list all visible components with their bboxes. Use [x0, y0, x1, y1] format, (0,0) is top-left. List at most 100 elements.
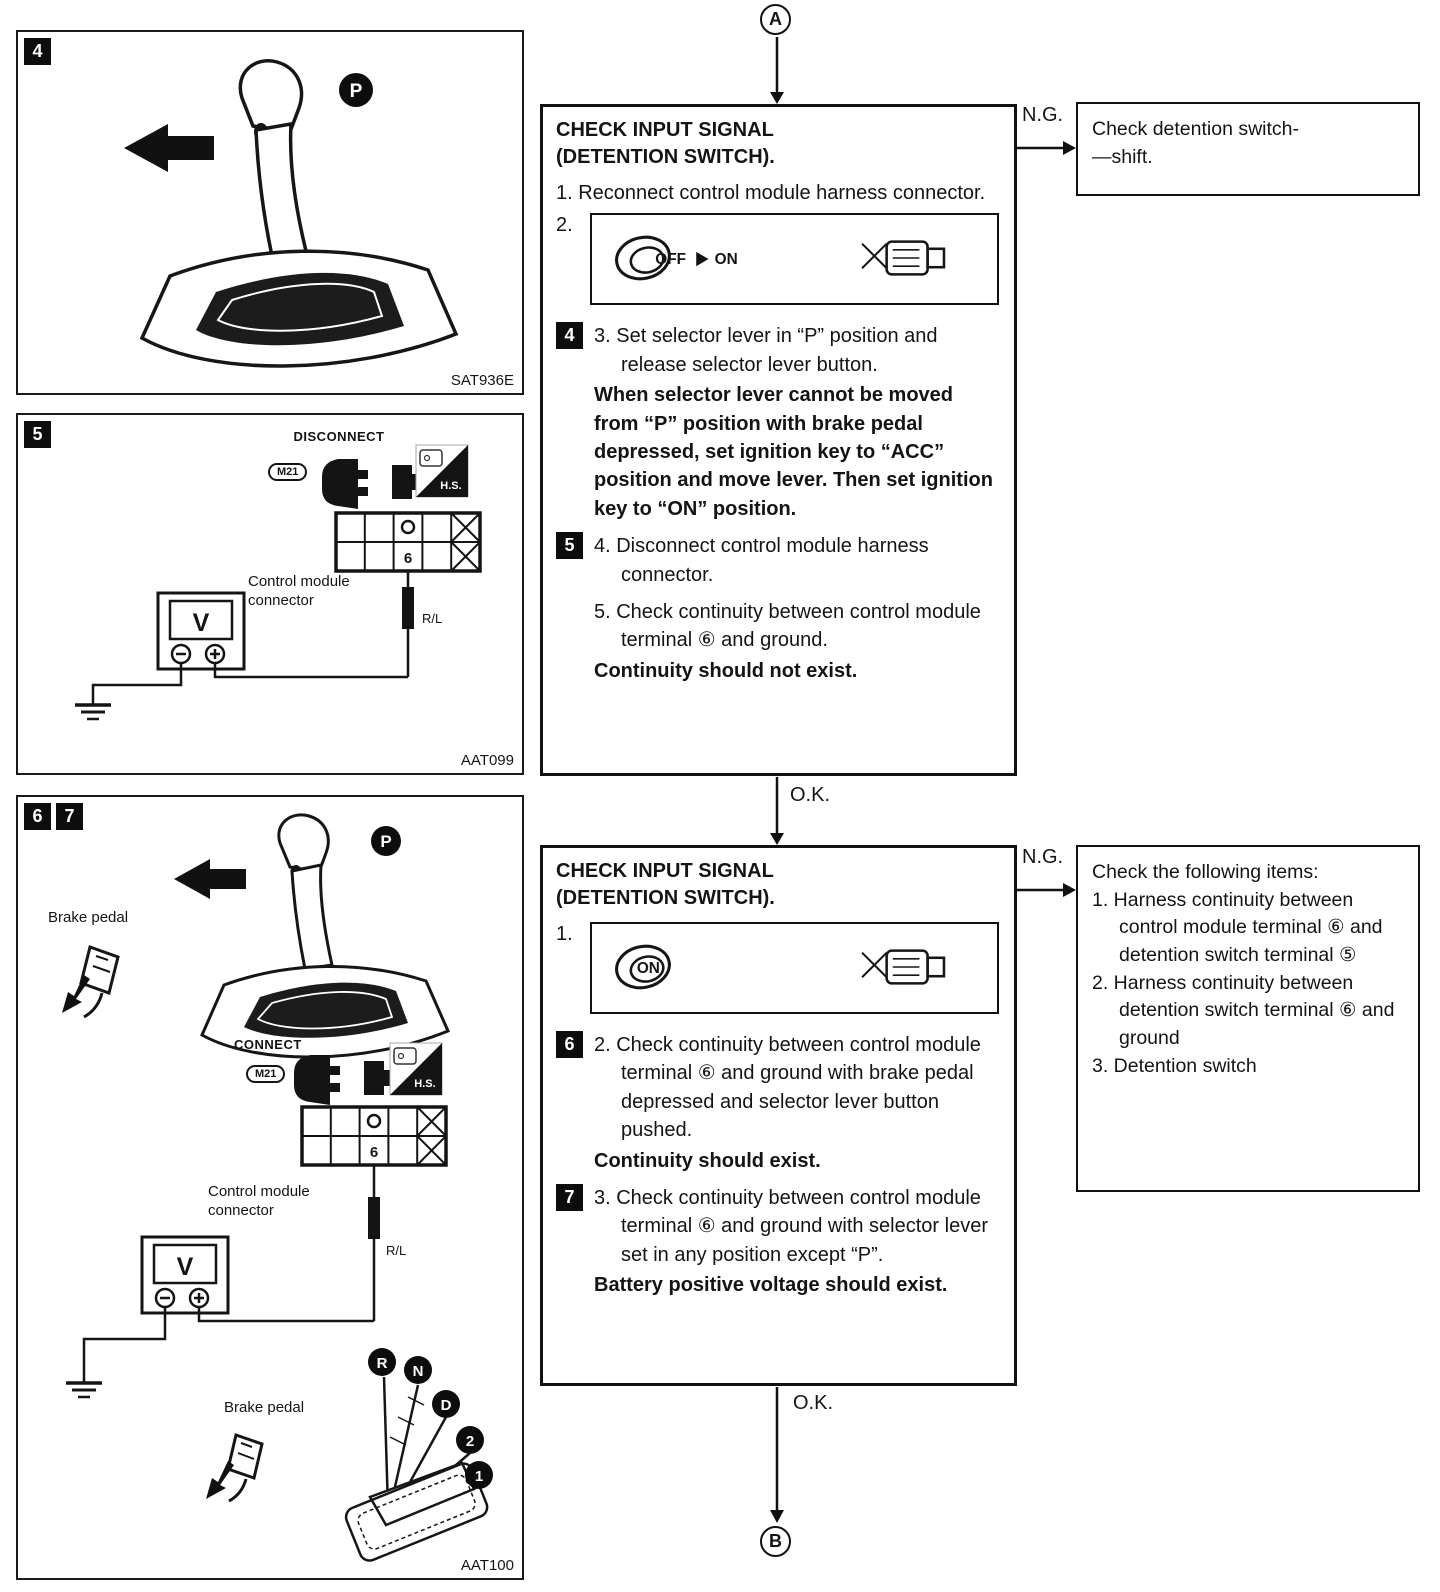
flow-box-title: CHECK INPUT SIGNAL (DETENTION SWITCH). [556, 119, 775, 168]
brake-pedal-label-bottom: Brake pedal [224, 1399, 305, 1416]
step-3-emphasis: Battery positive voltage should exist. [594, 1274, 948, 1297]
ng-action-item-1: 1. Harness continuity between control mo… [1092, 888, 1383, 967]
svg-text:ON: ON [637, 960, 660, 977]
step-4-row: 5 4. Disconnect control module harness c… [556, 532, 1001, 589]
harness-connector-icon [861, 949, 946, 985]
flow-step-check-input-signal-1: CHECK INPUT SIGNAL (DETENTION SWITCH). 1… [540, 104, 1017, 776]
control-module-connector-pinout: 6 [334, 511, 482, 573]
park-position-badge: P [339, 73, 373, 107]
step-tag-6: 6 [556, 1031, 583, 1058]
step-2-row: 6 2. Check continuity between control mo… [556, 1031, 1001, 1175]
svg-text:OFF: OFF [655, 252, 686, 269]
ng-action-line-1: Check detention switch- [1092, 118, 1300, 140]
flow-step-check-input-signal-2: CHECK INPUT SIGNAL (DETENTION SWITCH). 1… [540, 845, 1017, 1386]
hs-connector-symbol: H.S. [415, 444, 469, 498]
step-tag-4: 4 [556, 322, 583, 350]
step-1-text: 1. Reconnect control module harness conn… [556, 182, 986, 204]
ignition-switch-icon [615, 944, 671, 990]
connector-b: B [760, 1526, 791, 1557]
step-3-emphasis: When selector lever cannot be moved from… [594, 384, 993, 520]
connect-check-figure: P H.S. [62, 813, 493, 1562]
control-module-connector-label: Control module connector [208, 1183, 310, 1219]
figure-box-continuity-check-connect: 6 7 Brake pedal CONNECT M21 Control modu… [16, 795, 524, 1580]
step-4-text: 4. Disconnect control module harness con… [594, 535, 929, 586]
step-1-row: 1. ON [556, 920, 1001, 1022]
brake-pedal-icon-top [62, 945, 120, 1019]
figure-tag-5: 5 [24, 421, 51, 448]
svg-text:2: 2 [466, 1433, 474, 1450]
svg-text:P: P [380, 832, 391, 851]
connect-label: CONNECT [234, 1037, 302, 1052]
voltmeter-test-circuit: V [75, 571, 414, 721]
park-position-badge: P [371, 826, 401, 856]
ok-label-1: O.K. [790, 784, 831, 806]
svg-text:V: V [177, 1253, 194, 1281]
m21-connector-code: M21 [246, 1065, 286, 1083]
harness-connector-icon [861, 240, 946, 277]
step-5-emphasis: Continuity should not exist. [594, 659, 858, 682]
wire-color-label: R/L [386, 1243, 407, 1258]
direction-arrow-icon [174, 859, 246, 899]
ok-label-2: O.K. [793, 1392, 834, 1414]
figure-tag-4: 4 [24, 38, 51, 65]
flow-ng-action-2: Check the following items: 1. Harness co… [1076, 845, 1420, 1192]
ng-action-title: Check the following items: [1092, 861, 1319, 883]
figure-code: AAT100 [460, 1557, 514, 1574]
step-2-text: 2. Check continuity between control modu… [594, 1034, 981, 1142]
svg-text:6: 6 [370, 1144, 378, 1161]
hs-connector-symbol: H.S. [389, 1042, 443, 1096]
svg-text:H.S.: H.S. [414, 1078, 435, 1090]
step-1-number: 1. [556, 923, 573, 945]
ignition-key-illustration-2: ON [590, 922, 999, 1014]
ng-action-item-2: 2. Harness continuity between detention … [1092, 971, 1395, 1050]
step-5-text: 5. Check continuity between control modu… [594, 600, 981, 652]
figure-tag-7: 7 [56, 803, 83, 830]
harness-connector-icon [294, 1055, 393, 1105]
step-2-number: 2. [556, 214, 573, 237]
svg-text:6: 6 [404, 550, 412, 567]
figure-code: AAT099 [460, 752, 514, 769]
figure-tag-6: 6 [24, 803, 51, 830]
svg-text:1: 1 [475, 1468, 483, 1485]
svg-text:H.S.: H.S. [440, 480, 461, 492]
ng-action-item-3: 3. Detention switch [1092, 1054, 1257, 1077]
ng-action-line-2: —shift. [1092, 145, 1153, 168]
shift-lever-illustration [200, 813, 450, 1059]
harness-connector-icon [322, 459, 421, 509]
direction-arrow-icon [124, 124, 214, 172]
step-2-emphasis: Continuity should exist. [594, 1149, 821, 1172]
figure-box-continuity-check-disconnect: 5 DISCONNECT M21 Control module connecto… [16, 413, 524, 775]
svg-text:V: V [193, 609, 210, 637]
voltmeter-test-circuit: V [66, 1165, 380, 1399]
step-3-row: 7 3. Check continuity between control mo… [556, 1183, 1001, 1300]
flow-ng-action-1: Check detention switch- —shift. [1076, 102, 1420, 196]
disconnect-label: DISCONNECT [293, 429, 385, 444]
figure-box-shift-lever: 4 P SAT936E [16, 30, 524, 395]
step-2-row: 2. OFF ON [556, 211, 1001, 313]
connector-a: A [760, 4, 791, 35]
step-3-text: 3. Check continuity between control modu… [594, 1186, 988, 1266]
wire-color-label: R/L [422, 611, 443, 626]
step-5-row: 5. Check continuity between control modu… [556, 598, 1001, 685]
step-3-row: 4 3. Set selector lever in “P” position … [556, 322, 1001, 523]
continuity-check-figure: H.S. 6 [75, 444, 482, 721]
svg-text:P: P [350, 81, 363, 102]
control-module-connector-label: Control module connector [248, 573, 350, 609]
svg-text:ON: ON [715, 252, 738, 269]
flow-box-title: CHECK INPUT SIGNAL (DETENTION SWITCH). [556, 860, 775, 909]
shift-lever-figure: P [124, 59, 459, 368]
step-tag-5: 5 [556, 532, 583, 560]
control-module-connector-pinout: 6 [300, 1105, 448, 1167]
brake-pedal-icon-bottom [206, 1433, 264, 1503]
ng-label-1: N.G. [1022, 104, 1064, 126]
step-tag-7: 7 [556, 1183, 583, 1211]
ng-label-2: N.G. [1022, 846, 1064, 868]
svg-text:N: N [413, 1363, 424, 1380]
shift-lever-illustration [139, 59, 459, 368]
arrow-right-icon [696, 252, 709, 267]
ignition-key-illustration-1: OFF ON [590, 213, 999, 306]
ignition-switch-icon [615, 236, 671, 281]
gear-position-badges: R N D 2 1 [368, 1348, 493, 1489]
